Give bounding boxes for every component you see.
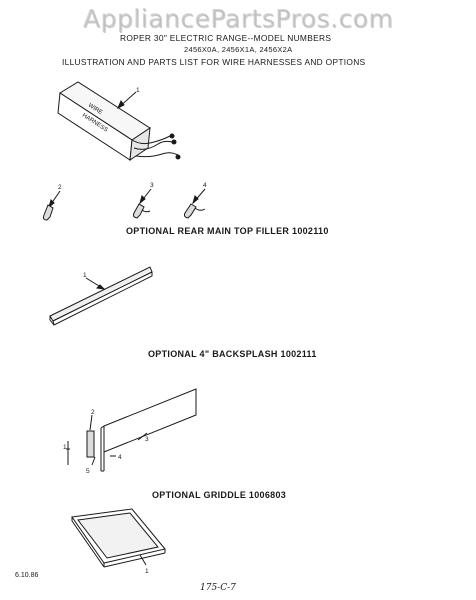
section-title-griddle: OPTIONAL GRIDDLE 1006803 bbox=[152, 490, 287, 500]
section-title-top-filler: OPTIONAL REAR MAIN TOP FILLER 1002110 bbox=[126, 226, 329, 236]
watermark: AppliancePartsPros.com bbox=[82, 4, 394, 33]
footer-date: 6.10.86 bbox=[15, 572, 39, 579]
backsplash-callout-2: 2 bbox=[91, 409, 95, 416]
wire-harness-illustration: 1 2 3 4 WIRE HARNESS bbox=[42, 81, 207, 221]
harness-callout-3: 3 bbox=[150, 182, 154, 189]
header-subtitle: ILLUSTRATION AND PARTS LIST FOR WIRE HAR… bbox=[62, 57, 366, 67]
harness-callout-1: 1 bbox=[136, 87, 140, 94]
backsplash-callout-5: 5 bbox=[86, 468, 90, 475]
footer-page-code: 175-C-7 bbox=[200, 583, 236, 593]
griddle-callout-1: 1 bbox=[145, 568, 149, 575]
header-title: ROPER 30" ELECTRIC RANGE--MODEL NUMBERS bbox=[120, 33, 332, 43]
section-title-backsplash: OPTIONAL 4" BACKSPLASH 1002111 bbox=[148, 349, 317, 359]
harness-callout-2: 2 bbox=[58, 184, 62, 191]
header-models: 2456X0A, 2456X1A, 2456X2A bbox=[184, 45, 293, 54]
backsplash-callout-3: 3 bbox=[145, 436, 149, 443]
harness-callout-4: 4 bbox=[203, 182, 207, 189]
top-filler-illustration: 1 bbox=[49, 266, 153, 326]
backsplash-callout-1: 1 bbox=[63, 444, 67, 451]
backsplash-illustration: 1 2 3 4 5 bbox=[63, 388, 197, 475]
backsplash-callout-4: 4 bbox=[118, 454, 122, 461]
filler-callout-1: 1 bbox=[83, 272, 87, 279]
griddle-illustration: 1 bbox=[71, 508, 166, 575]
